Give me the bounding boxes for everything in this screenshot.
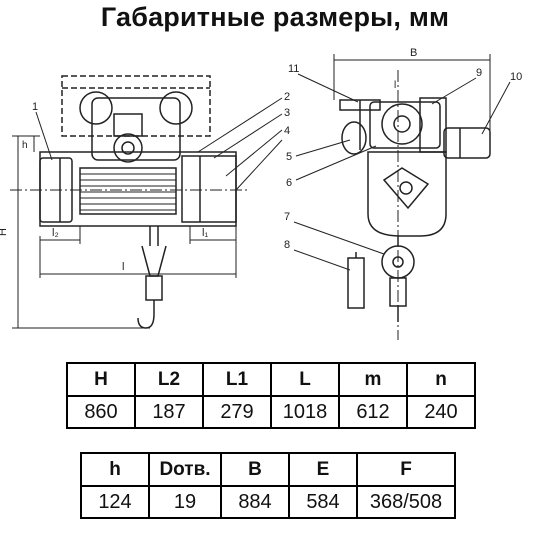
dim-small-l: l — [394, 80, 396, 91]
dim-B: B — [410, 47, 417, 59]
callout-7: 7 — [284, 211, 290, 223]
header-cell: L — [270, 362, 340, 397]
hook-block — [141, 245, 167, 277]
callout-5: 5 — [286, 151, 292, 163]
value-cell: 1018 — [270, 395, 340, 429]
value-cell: 584 — [288, 485, 358, 519]
counterweight — [347, 257, 365, 309]
callout-3: 3 — [284, 107, 290, 119]
dim-H: H — [0, 228, 9, 236]
trolley-wheel-right — [159, 91, 193, 125]
i-beam — [61, 75, 211, 137]
dim-l2: l₂ — [52, 227, 59, 239]
header-cell: h — [80, 452, 150, 487]
value-cell: 368/508 — [356, 485, 456, 519]
callout-10: 10 — [510, 71, 522, 83]
page-title: Габаритные размеры, мм — [100, 2, 450, 32]
value-cell: 279 — [202, 395, 272, 429]
dimensions-table-1: H L2 L1 L m n 860 187 279 1018 612 240 — [66, 362, 476, 429]
gearbox-right — [181, 155, 237, 223]
header-cell: H — [66, 362, 136, 397]
header-cell: n — [406, 362, 476, 397]
trolley-wheel-left — [79, 91, 113, 125]
table-header-row: H L2 L1 L m n — [66, 362, 476, 397]
callout-2: 2 — [284, 91, 290, 103]
callout-1: 1 — [32, 101, 38, 113]
value-cell: 884 — [220, 485, 290, 519]
side-motor — [443, 127, 491, 159]
trolley — [91, 97, 181, 161]
hoist-body — [39, 151, 237, 227]
hoist-drawing: H h l₂ l₁ l B l 1 2 3 4 5 6 7 8 9 10 11 — [0, 47, 522, 340]
side-wheel — [381, 103, 423, 145]
header-cell: L2 — [134, 362, 204, 397]
table-row: 860 187 279 1018 612 240 — [66, 395, 476, 429]
value-cell: 19 — [148, 485, 222, 519]
table-row: 124 19 884 584 368/508 — [80, 485, 456, 519]
header-cell: L1 — [202, 362, 272, 397]
value-cell: 860 — [66, 395, 136, 429]
hook — [137, 300, 155, 329]
callout-6: 6 — [286, 177, 292, 189]
callout-9: 9 — [476, 67, 482, 79]
header-cell: Dотв. — [148, 452, 222, 487]
dim-h: h — [22, 140, 28, 151]
header-cell: B — [220, 452, 290, 487]
callout-4: 4 — [284, 125, 290, 137]
header-cell: m — [338, 362, 408, 397]
table-header-row: h Dотв. B E F — [80, 452, 456, 487]
value-cell: 124 — [80, 485, 150, 519]
header-cell: E — [288, 452, 358, 487]
hoist-side-body — [367, 151, 447, 237]
callout-8: 8 — [284, 239, 290, 251]
value-cell: 612 — [338, 395, 408, 429]
value-cell: 240 — [406, 395, 476, 429]
callout-11: 11 — [288, 63, 299, 75]
dimensions-table-2: h Dотв. B E F 124 19 884 584 368/508 — [80, 452, 456, 519]
dim-l: l — [122, 261, 124, 273]
dim-l1: l₁ — [202, 227, 208, 239]
rope-drum — [79, 167, 177, 215]
value-cell: 187 — [134, 395, 204, 429]
header-cell: F — [356, 452, 456, 487]
